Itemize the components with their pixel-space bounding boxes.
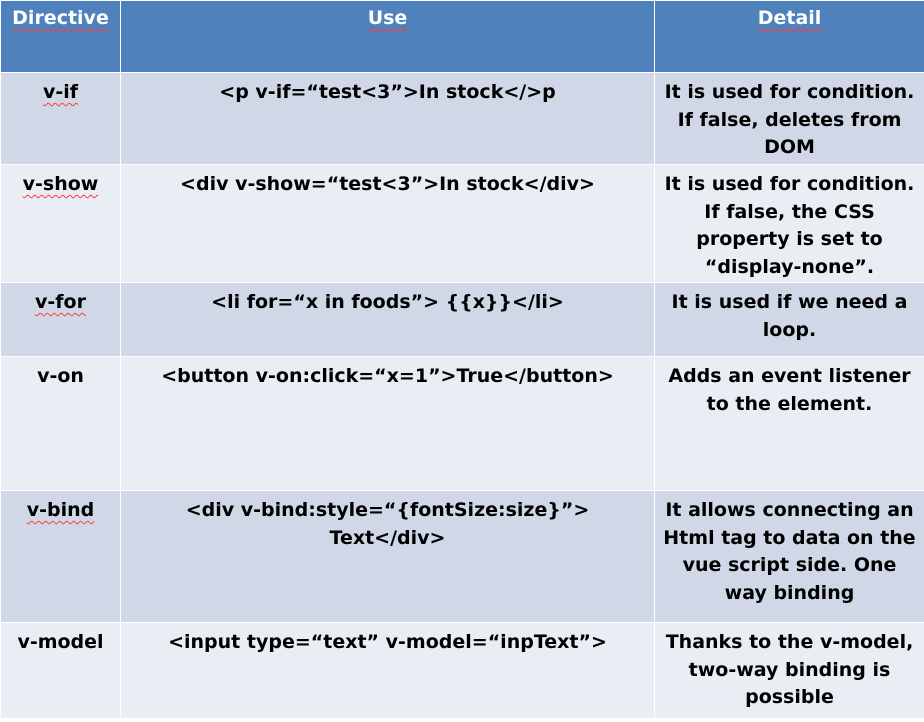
header-row: Directive Use Detail <box>0 0 924 73</box>
use-cell: <input type=“text” v-model=“inpText”> <box>120 622 655 719</box>
use-cell: <p v-if=“test<3”>In stock</>p <box>120 72 655 165</box>
detail-cell: It allows connecting an Html tag to data… <box>654 490 924 623</box>
directive-name: v-if <box>42 81 79 103</box>
directive-name: v-show <box>22 173 99 195</box>
use-cell: <li for=“x in foods”> {{x}}</li> <box>120 282 655 357</box>
detail-cell: It is used for condition. If false, dele… <box>654 72 924 165</box>
directive-cell: v-show <box>0 164 121 283</box>
directive-cell: v-on <box>0 356 121 491</box>
use-cell: <div v-bind:style=“{fontSize:size}”> Tex… <box>120 490 655 623</box>
directive-name: v-for <box>35 291 86 313</box>
directive-name: v-bind <box>26 499 95 521</box>
table-row: v-show <div v-show=“test<3”>In stock</di… <box>0 164 924 283</box>
directive-cell: v-for <box>0 282 121 357</box>
table-row: v-model <input type=“text” v-model=“inpT… <box>0 622 924 719</box>
table-row: v-if <p v-if=“test<3”>In stock</>p It is… <box>0 72 924 165</box>
directive-name: v-model <box>17 631 104 653</box>
detail-cell: It is used if we need a loop. <box>654 282 924 357</box>
table-row: v-bind <div v-bind:style=“{fontSize:size… <box>0 490 924 623</box>
detail-cell: Thanks to the v-model, two-way binding i… <box>654 622 924 719</box>
directive-name: v-on <box>37 365 84 387</box>
directive-cell: v-bind <box>0 490 121 623</box>
table-row: v-on <button v-on:click=“x=1”>True</butt… <box>0 356 924 491</box>
header-use: Use <box>120 0 655 73</box>
detail-cell: It is used for condition. If false, the … <box>654 164 924 283</box>
directive-cell: v-model <box>0 622 121 719</box>
use-cell: <div v-show=“test<3”>In stock</div> <box>120 164 655 283</box>
header-directive: Directive <box>0 0 121 73</box>
directive-cell: v-if <box>0 72 121 165</box>
header-detail: Detail <box>654 0 924 73</box>
use-cell: <button v-on:click=“x=1”>True</button> <box>120 356 655 491</box>
detail-cell: Adds an event listener to the element. <box>654 356 924 491</box>
table-row: v-for <li for=“x in foods”> {{x}}</li> I… <box>0 282 924 357</box>
